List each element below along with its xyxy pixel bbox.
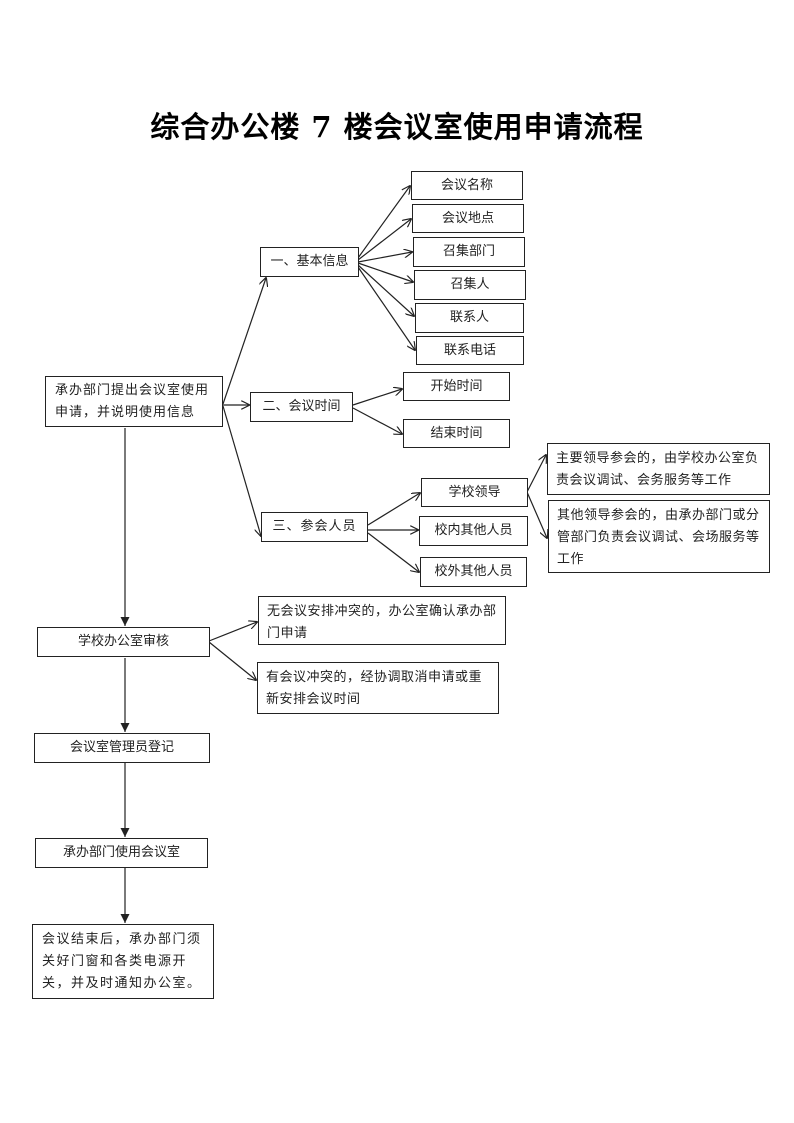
arrow-leader-2 [526,491,547,538]
step-office-review-label: 学校办公室审核 [77,634,169,649]
attendee-external-others: 校外其他人员 [420,557,527,587]
basic-item-label: 召集部门 [442,244,495,259]
basic-item-contact: 联系人 [415,303,524,333]
step-after-meeting: 会议结束后，承办部门须关好门窗和各类电源开关，并及时通知办公室。 [32,924,214,999]
basic-item-label: 联系人 [449,310,489,325]
basic-item-label: 召集人 [450,277,490,292]
branch-meeting-time: 二、会议时间 [250,392,353,422]
branch-basic-info: 一、基本信息 [260,247,359,277]
arrow-att-1 [367,493,420,526]
branch-meeting-time-label: 二、会议时间 [262,399,341,414]
leader-note-main: 主要领导参会的，由学校办公室负责会议调试、会务服务等工作 [547,443,770,495]
step-admin-register: 会议室管理员登记 [34,733,210,763]
arrow-review-1 [208,622,257,642]
step-office-review: 学校办公室审核 [37,627,210,657]
basic-item-meeting-name: 会议名称 [411,171,523,200]
basic-item-meeting-place: 会议地点 [412,204,524,233]
time-item-start: 开始时间 [403,372,510,401]
attendee-label: 学校领导 [448,484,501,500]
arrow-basic-3 [357,252,412,263]
arrow-basic-2 [357,219,411,261]
time-item-label: 开始时间 [430,378,483,394]
leader-note-text: 主要领导参会的，由学校办公室负责会议调试、会务服务等工作 [556,451,759,488]
leader-note-text: 其他领导参会的，由承办部门或分管部门负责会议调试、会场服务等工作 [557,508,760,567]
basic-item-label: 联系电话 [443,342,496,358]
arrow-to-attendees [222,405,261,536]
leader-note-other: 其他领导参会的，由承办部门或分管部门负责会议调试、会场服务等工作 [548,500,770,573]
basic-item-convening-dept: 召集部门 [413,237,525,267]
attendee-school-leaders: 学校领导 [421,478,528,507]
basic-item-label: 会议名称 [440,177,493,193]
step-apply: 承办部门提出会议室使用申请，并说明使用信息 [45,376,223,427]
page-title: 综合办公楼 7 楼会议室使用申请流程 [150,110,644,144]
branch-attendees-label: 三、参会人员 [272,519,357,534]
time-item-end: 结束时间 [403,419,510,448]
arrow-to-basic [222,278,266,405]
attendee-label: 校外其他人员 [434,564,513,579]
step-label: 会议结束后，承办部门须关好门窗和各类电源开关，并及时通知办公室。 [42,932,202,991]
arrow-basic-1 [357,186,410,259]
step-label: 承办部门使用会议室 [62,845,180,860]
attendee-label: 校内其他人员 [434,523,513,538]
arrow-time-1 [352,389,402,406]
basic-item-phone: 联系电话 [416,336,524,365]
basic-item-label: 会议地点 [441,210,494,226]
step-dept-use-room: 承办部门使用会议室 [35,838,208,868]
arrow-basic-4 [357,262,413,282]
review-outcome-text: 有会议冲突的，经协调取消申请或重新安排会议时间 [266,670,483,707]
review-outcome-text: 无会议安排冲突的，办公室确认承办部门申请 [267,604,497,641]
branch-attendees: 三、参会人员 [261,512,368,542]
step-label: 会议室管理员登记 [69,740,174,755]
basic-item-convener: 召集人 [414,270,526,300]
branch-basic-info-label: 一、基本信息 [270,254,349,269]
time-item-label: 结束时间 [430,425,483,441]
arrow-time-2 [352,407,402,434]
arrow-att-3 [367,532,419,572]
arrow-review-2 [208,641,256,680]
step-apply-text: 承办部门提出会议室使用申请，并说明使用信息 [55,383,210,420]
review-outcome-conflict: 有会议冲突的，经协调取消申请或重新安排会议时间 [257,662,499,714]
arrow-basic-6 [357,266,415,350]
review-outcome-no-conflict: 无会议安排冲突的，办公室确认承办部门申请 [258,596,506,645]
arrow-leader-1 [526,455,546,493]
arrow-basic-5 [357,264,414,316]
attendee-internal-others: 校内其他人员 [419,516,528,546]
